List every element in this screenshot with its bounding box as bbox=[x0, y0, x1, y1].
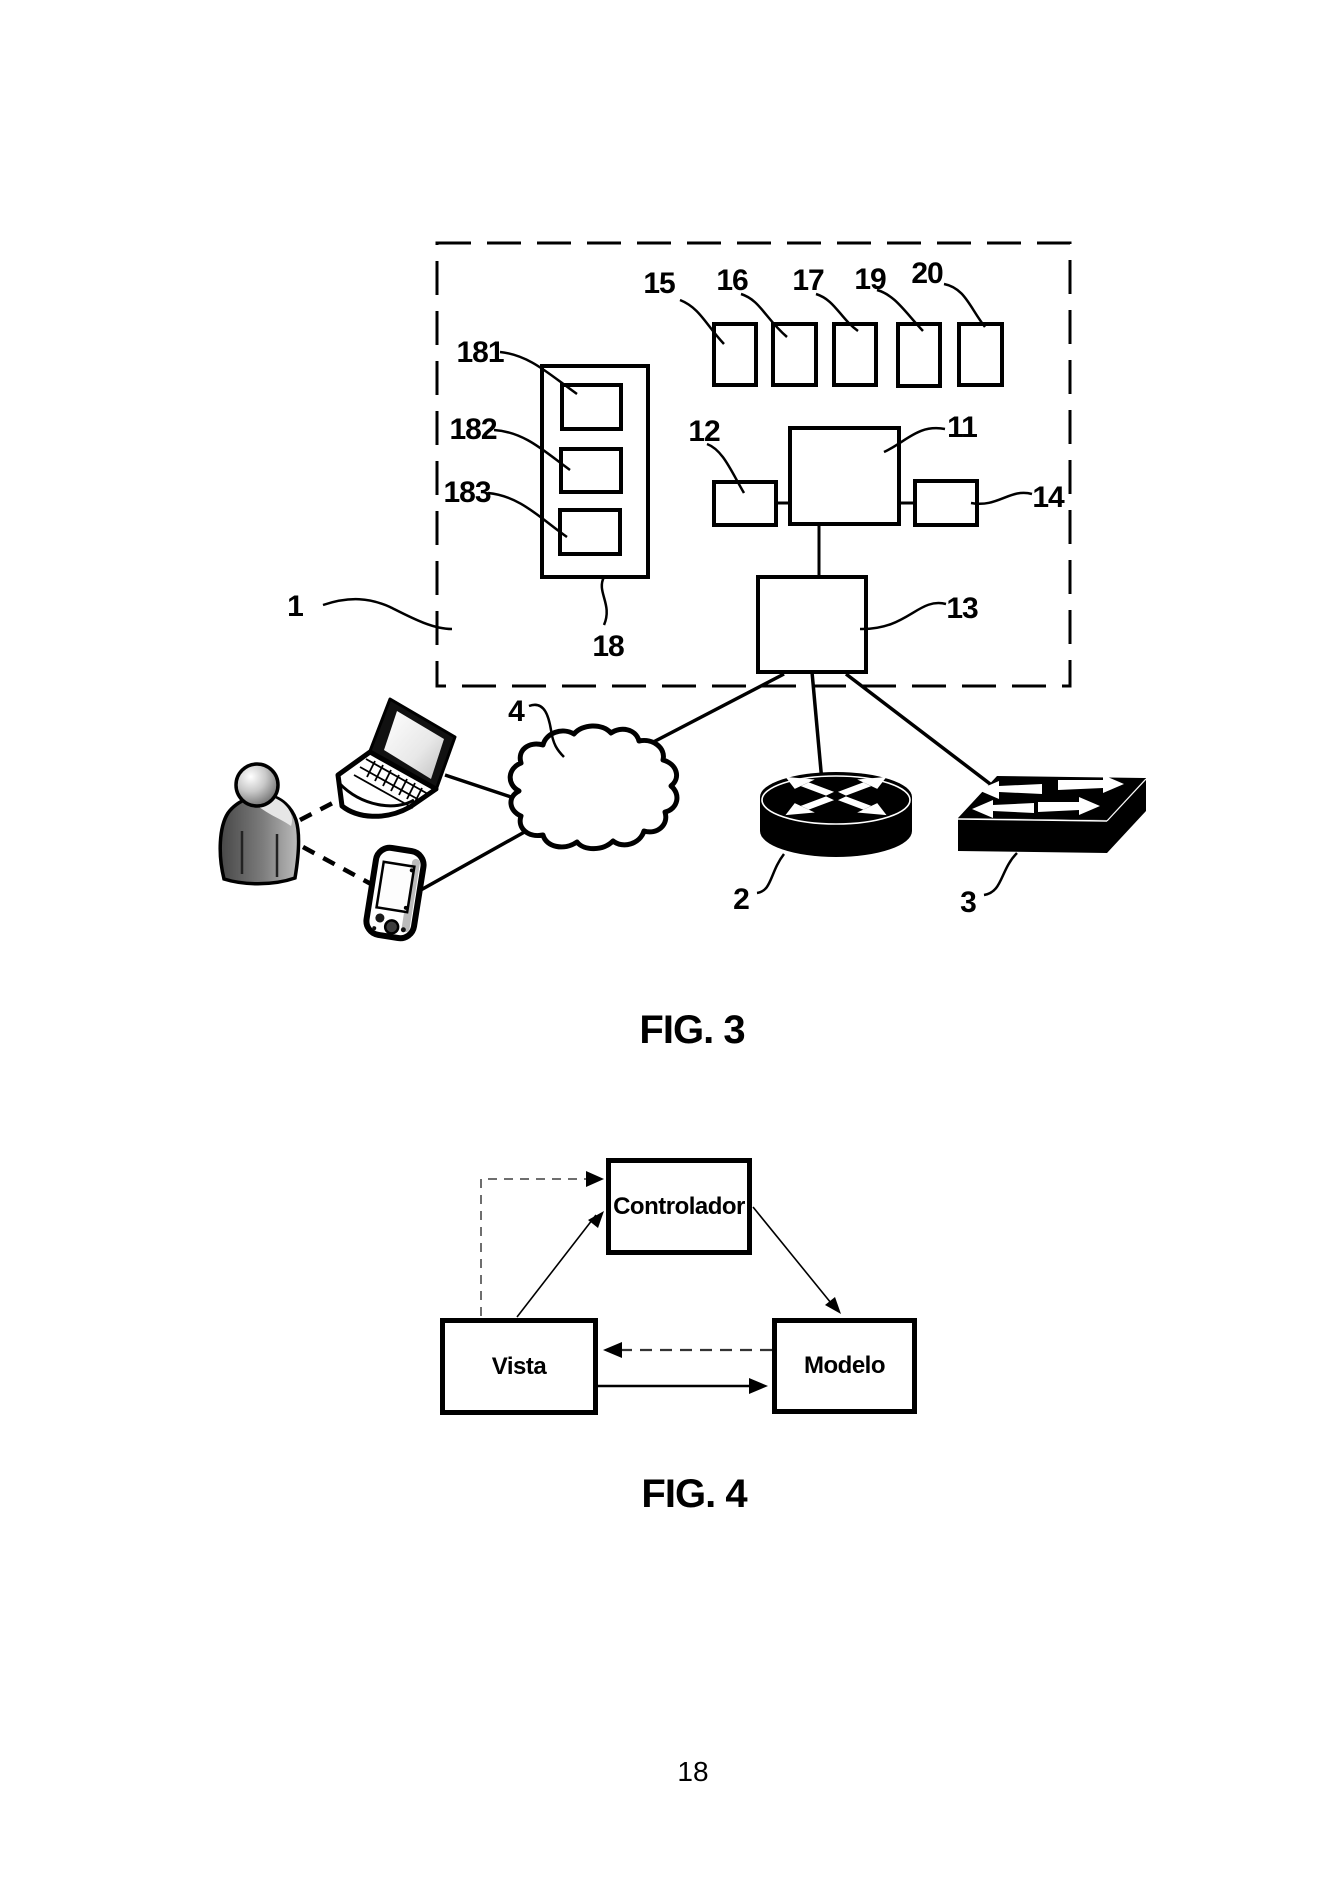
ref-label-182: 182 bbox=[449, 413, 497, 446]
user-icon bbox=[218, 762, 301, 886]
box-14 bbox=[913, 479, 979, 527]
page-number: 18 bbox=[677, 1756, 709, 1787]
box-19 bbox=[896, 322, 942, 388]
mvc-controller-label: Controlador bbox=[613, 1192, 745, 1220]
mvc-model-box: Modelo bbox=[772, 1318, 917, 1414]
ref-label-15: 15 bbox=[643, 267, 675, 300]
laptop-icon bbox=[335, 697, 457, 819]
ref-label-183: 183 bbox=[443, 476, 491, 509]
ref-label-19: 19 bbox=[854, 263, 886, 296]
ref-label-3: 3 bbox=[960, 886, 977, 919]
ref-label-14: 14 bbox=[1032, 481, 1064, 514]
mvc-view-box: Vista bbox=[440, 1318, 598, 1415]
box-182 bbox=[559, 447, 623, 494]
router-icon bbox=[760, 772, 912, 857]
box-15 bbox=[712, 322, 758, 387]
ref-label-2: 2 bbox=[733, 883, 750, 916]
mvc-view-label: Vista bbox=[491, 1352, 547, 1380]
ref-label-181: 181 bbox=[456, 336, 504, 369]
box-11 bbox=[788, 426, 901, 526]
cloud-icon bbox=[507, 723, 680, 852]
network-links bbox=[298, 671, 1004, 893]
ref-label-18: 18 bbox=[592, 630, 624, 663]
ref-label-13: 13 bbox=[946, 592, 978, 625]
box-183 bbox=[558, 508, 622, 556]
ref-label-17: 17 bbox=[792, 264, 824, 297]
mvc-controller-box: Controlador bbox=[606, 1158, 752, 1255]
mvc-model-label: Modelo bbox=[804, 1352, 886, 1379]
box-13 bbox=[756, 575, 868, 674]
ref-label-11: 11 bbox=[947, 411, 978, 444]
fig3-caption: FIG. 3 bbox=[639, 1008, 745, 1052]
ref-label-16: 16 bbox=[716, 264, 748, 297]
ref-label-1: 1 bbox=[287, 590, 304, 623]
ref-label-4: 4 bbox=[508, 695, 525, 728]
box-16 bbox=[771, 322, 818, 387]
ref-label-12: 12 bbox=[688, 415, 720, 448]
ref-label-20: 20 bbox=[911, 257, 943, 290]
box-12 bbox=[712, 480, 778, 527]
fig4-caption: FIG. 4 bbox=[641, 1472, 747, 1516]
box-181 bbox=[560, 383, 623, 431]
pda-icon bbox=[363, 844, 427, 942]
box-20 bbox=[957, 322, 1004, 387]
switch-icon bbox=[957, 775, 1147, 853]
box-17 bbox=[832, 322, 878, 387]
